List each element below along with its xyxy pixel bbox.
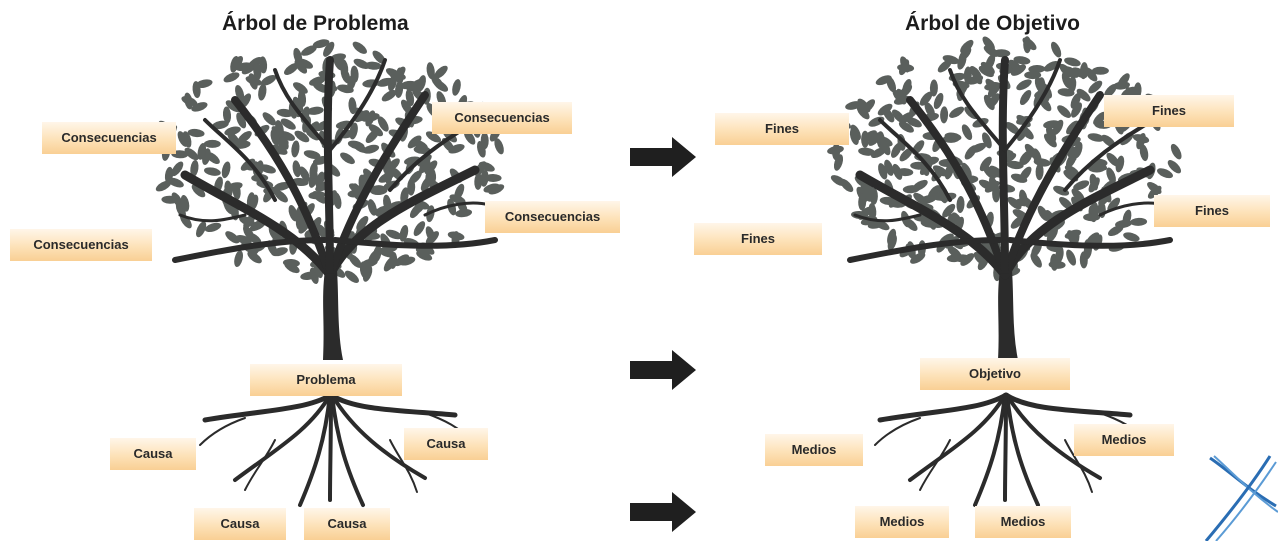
end-label: Fines [715, 113, 849, 145]
consequence-label: Consecuencias [42, 122, 176, 154]
right-arrow-icon [630, 137, 696, 177]
right-arrow-icon [630, 350, 696, 390]
arrow-shape [630, 137, 696, 177]
means-label: Medios [765, 434, 863, 466]
means-label: Medios [855, 506, 949, 538]
end-label: Fines [1154, 195, 1270, 227]
arrow-shape [630, 350, 696, 390]
objective-label: Objetivo [920, 358, 1070, 390]
end-label: Fines [694, 223, 822, 255]
consequence-label: Consecuencias [10, 229, 152, 261]
arrow-shape [630, 492, 696, 532]
consequence-label: Consecuencias [485, 201, 620, 233]
cause-label: Causa [194, 508, 286, 540]
consequence-label: Consecuencias [432, 102, 572, 134]
end-label: Fines [1104, 95, 1234, 127]
cross-mark-icon [1198, 448, 1278, 541]
cause-label: Causa [404, 428, 488, 460]
problem-label: Problema [250, 364, 402, 396]
cause-label: Causa [110, 438, 196, 470]
means-label: Medios [1074, 424, 1174, 456]
means-label: Medios [975, 506, 1071, 538]
cause-label: Causa [304, 508, 390, 540]
right-arrow-icon [630, 492, 696, 532]
